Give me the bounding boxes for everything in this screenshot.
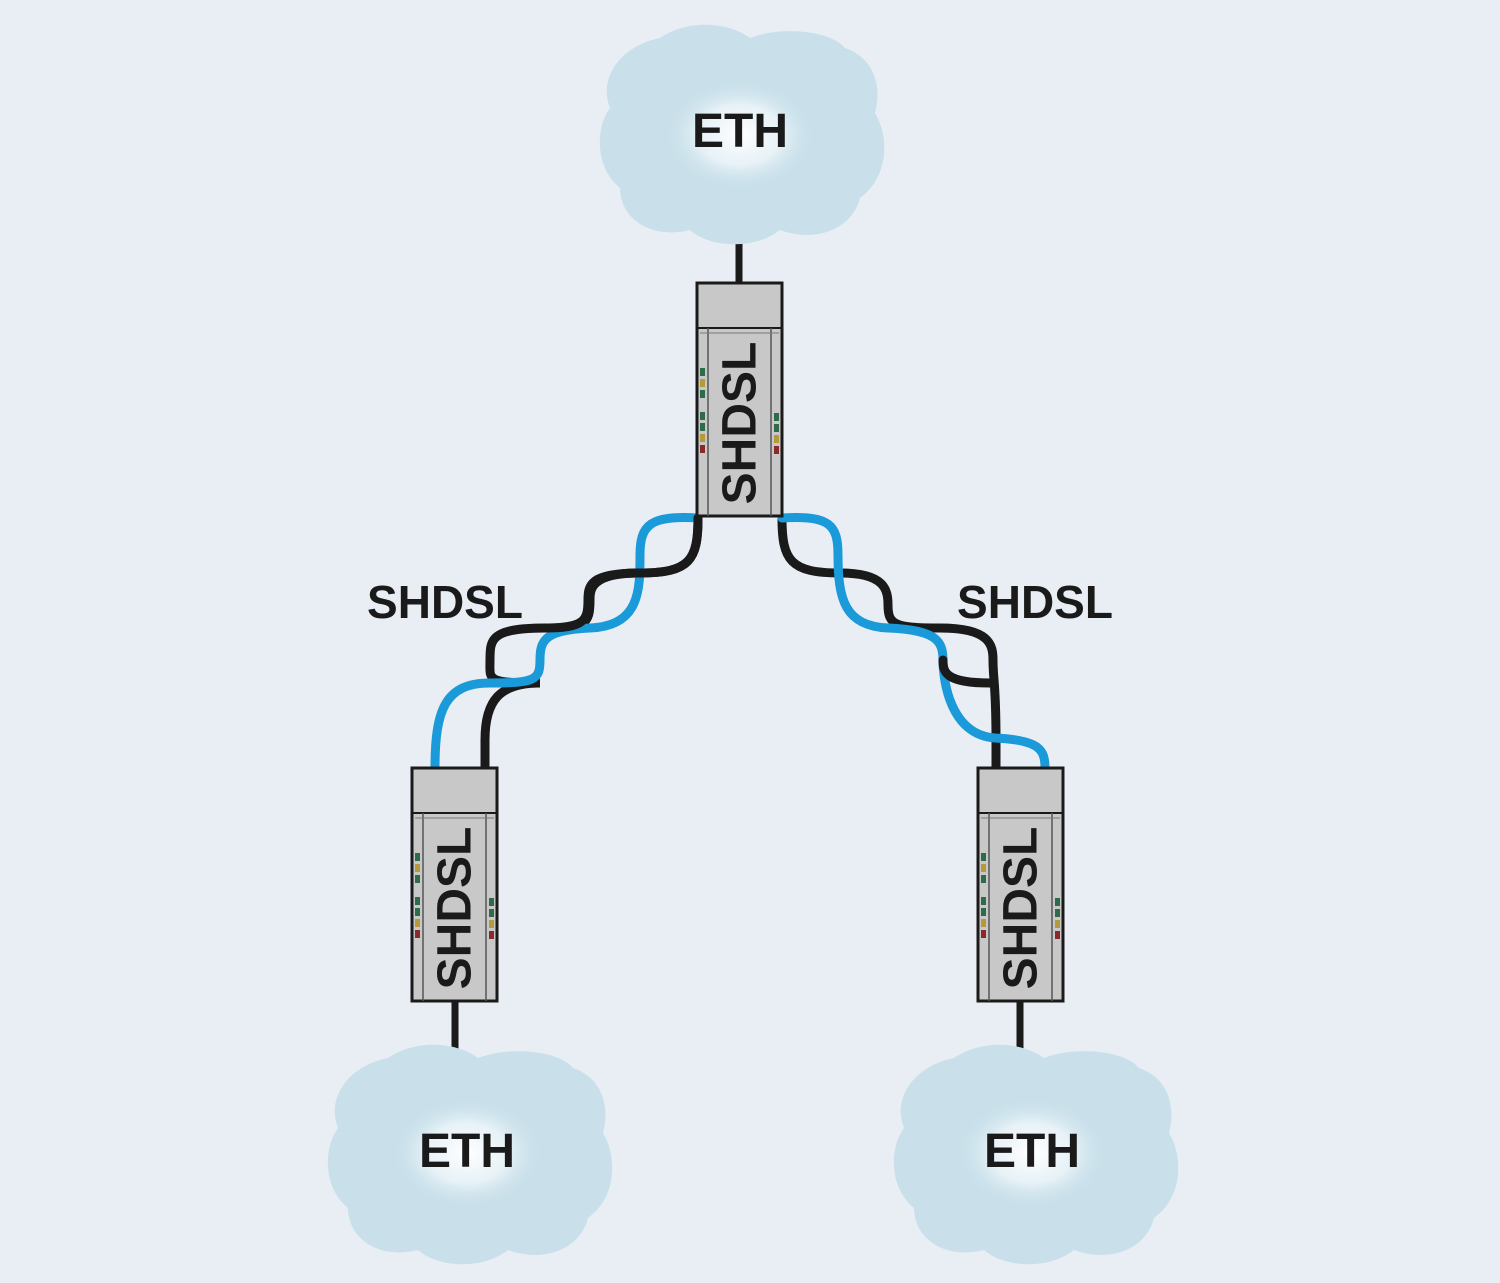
status-led	[415, 864, 420, 872]
device-label: SHDSL	[429, 827, 482, 990]
device-label: SHDSL	[714, 342, 767, 505]
cloud-eth-bottom-right: ETH	[893, 1044, 1179, 1265]
status-led	[415, 897, 420, 905]
device-modem-top: SHDSL	[695, 281, 784, 518]
status-led	[700, 390, 705, 398]
status-led	[415, 919, 420, 927]
status-led	[700, 379, 705, 387]
status-led	[1055, 931, 1060, 939]
device-modem-right: SHDSL	[976, 766, 1065, 1003]
status-led	[700, 412, 705, 420]
twisted-pair-left	[430, 512, 703, 773]
status-led	[415, 908, 420, 916]
device-label: SHDSL	[995, 827, 1048, 990]
status-led	[1055, 920, 1060, 928]
status-led	[700, 434, 705, 442]
status-led	[981, 908, 986, 916]
status-led	[415, 875, 420, 883]
status-led	[489, 898, 494, 906]
status-led	[700, 368, 705, 376]
status-led	[415, 930, 420, 938]
status-led	[981, 919, 986, 927]
status-led	[700, 423, 705, 431]
status-led	[489, 909, 494, 917]
status-led	[981, 853, 986, 861]
cloud-label: ETH	[692, 105, 788, 158]
status-led	[1055, 898, 1060, 906]
cloud-label: ETH	[984, 1125, 1080, 1178]
status-led	[774, 424, 779, 432]
device-modem-left: SHDSL	[410, 766, 499, 1003]
status-led	[489, 920, 494, 928]
status-led	[1055, 909, 1060, 917]
status-led	[774, 413, 779, 421]
status-led	[981, 875, 986, 883]
status-led	[774, 446, 779, 454]
status-led	[415, 853, 420, 861]
status-led	[981, 930, 986, 938]
status-led	[774, 435, 779, 443]
link-label-right: SHDSL	[957, 576, 1113, 628]
link-label-left: SHDSL	[367, 576, 523, 628]
cloud-eth-bottom-left: ETH	[327, 1044, 613, 1265]
twisted-pair-right	[777, 512, 1050, 773]
status-led	[489, 931, 494, 939]
cloud-label: ETH	[419, 1125, 515, 1178]
status-led	[981, 864, 986, 872]
status-led	[700, 445, 705, 453]
cloud-eth-top: ETH	[599, 24, 885, 245]
status-led	[981, 897, 986, 905]
